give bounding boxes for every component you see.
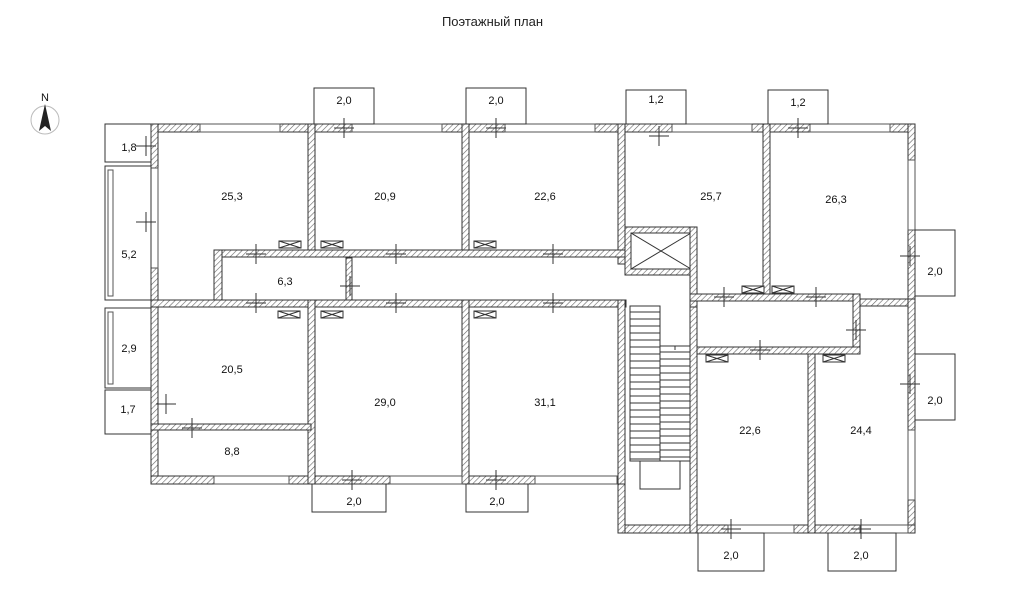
balcony-b9 bbox=[311, 483, 387, 513]
balcony-b14 bbox=[827, 532, 897, 572]
balcony-area-b7: 2,9 bbox=[121, 343, 136, 355]
balconies: 2,0 2,0 1,2 1,2 1,8 5,2 2,9 1,7 2,0 2,0 2,0 2,0 2,0 2… bbox=[104, 87, 956, 572]
window bbox=[907, 159, 916, 231]
window bbox=[199, 123, 281, 133]
balcony-area-b2: 2,0 bbox=[488, 95, 503, 107]
north-arrow-icon: N bbox=[30, 92, 60, 135]
balcony-b5 bbox=[104, 123, 152, 163]
room-area-r1: 25,3 bbox=[221, 191, 242, 203]
window bbox=[150, 167, 159, 269]
window bbox=[534, 475, 618, 485]
balcony-area-b10: 2,0 bbox=[489, 496, 504, 508]
balcony-area-b8: 1,7 bbox=[120, 404, 135, 416]
balcony-area-b11: 2,0 bbox=[927, 266, 942, 278]
room-area-r9: 31,1 bbox=[534, 397, 555, 409]
room-area-r3: 22,6 bbox=[534, 191, 555, 203]
window bbox=[351, 123, 443, 133]
room-area-r8: 29,0 bbox=[374, 397, 395, 409]
north-label: N bbox=[41, 92, 49, 104]
room-area-r2: 20,9 bbox=[374, 191, 395, 203]
balcony-area-b12: 2,0 bbox=[927, 395, 942, 407]
balcony-area-b4: 1,2 bbox=[790, 97, 805, 109]
door-marks bbox=[136, 118, 920, 539]
balcony-b8 bbox=[104, 389, 152, 435]
room-area-r11: 22,6 bbox=[739, 425, 760, 437]
balcony-area-b3: 1,2 bbox=[648, 94, 663, 106]
balcony-b10 bbox=[465, 483, 529, 513]
room-area-r7: 20,5 bbox=[221, 364, 242, 376]
balcony-area-b6: 5,2 bbox=[121, 249, 136, 261]
outer-walls bbox=[150, 123, 916, 534]
balcony-b12 bbox=[914, 353, 956, 421]
balcony-b13 bbox=[697, 532, 765, 572]
balcony-b11 bbox=[914, 229, 956, 297]
room-area-r10: 8,8 bbox=[224, 446, 239, 458]
balcony-area-b9: 2,0 bbox=[346, 496, 361, 508]
balcony-area-b1: 2,0 bbox=[336, 95, 351, 107]
window bbox=[213, 475, 290, 485]
balcony-area-b13: 2,0 bbox=[723, 550, 738, 562]
window bbox=[389, 475, 463, 485]
room-area-r6: 6,3 bbox=[277, 276, 292, 288]
vent-boxes bbox=[277, 240, 846, 363]
balcony-area-b14: 2,0 bbox=[853, 550, 868, 562]
plan-title: Поэтажный план bbox=[441, 14, 544, 29]
room-labels: 25,3 20,9 22,6 25,7 26,3 6,3 20,5 29,0 31,1 8,8 22… bbox=[221, 191, 871, 458]
balcony-b3 bbox=[625, 89, 687, 125]
room-area-r4: 25,7 bbox=[700, 191, 721, 203]
balcony-area-b5: 1,8 bbox=[121, 142, 136, 154]
window bbox=[809, 123, 891, 133]
room-area-r12: 24,4 bbox=[850, 425, 871, 437]
window bbox=[504, 123, 596, 133]
window bbox=[671, 123, 753, 133]
window bbox=[907, 429, 916, 501]
room-area-r5: 26,3 bbox=[825, 194, 846, 206]
staircase bbox=[629, 305, 691, 490]
windows bbox=[150, 123, 916, 534]
